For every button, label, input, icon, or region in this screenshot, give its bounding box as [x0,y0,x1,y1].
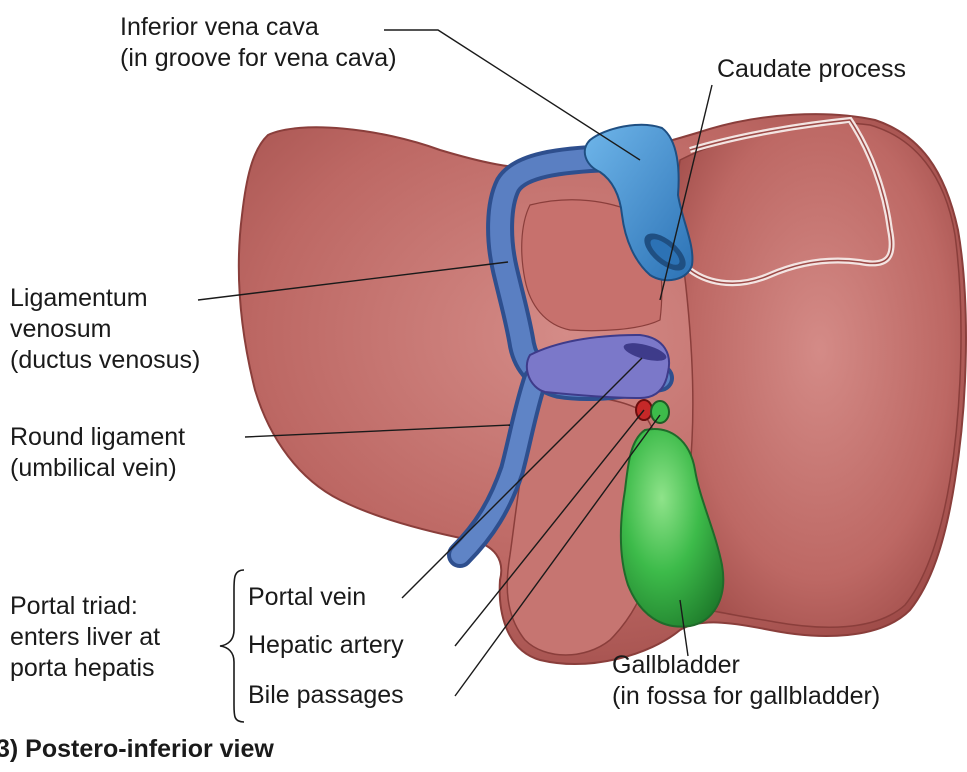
round-ligament-label-line1: Round ligament [10,422,185,453]
caudate-label-line: Caudate process [717,54,906,85]
hepatic-artery-label-text: Hepatic artery [248,630,404,661]
caudate-label: Caudate process [717,54,906,85]
ligamentum-label-line2: venosum [10,314,200,345]
bile-passages-label-text: Bile passages [248,680,404,711]
portal-triad-label: Portal triad: enters liver at porta hepa… [10,591,160,684]
figure-caption: 3) Postero-inferior view [0,735,274,764]
portal-triad-label-line2: enters liver at [10,622,160,653]
gallbladder-label-line2: (in fossa for gallbladder) [612,681,880,712]
liver-right-lobe [678,123,961,627]
ligamentum-label-line1: Ligamentum [10,283,200,314]
portal-triad-label-line1: Portal triad: [10,591,160,622]
portal-vein-label: Portal vein [248,582,366,613]
round-ligament-label: Round ligament (umbilical vein) [10,422,185,484]
round-ligament-label-line2: (umbilical vein) [10,453,185,484]
ligamentum-label-line3: (ductus venosus) [10,345,200,376]
ivc-label-line2: (in groove for vena cava) [120,43,397,74]
portal-triad-label-line3: porta hepatis [10,653,160,684]
bile-passage-opening [651,401,669,423]
ivc-label-line1: Inferior vena cava [120,12,397,43]
ivc-label: Inferior vena cava (in groove for vena c… [120,12,397,74]
hepatic-artery-label: Hepatic artery [248,630,404,661]
portal-triad-brace [220,570,244,722]
ligamentum-label: Ligamentum venosum (ductus venosus) [10,283,200,376]
bile-passages-label: Bile passages [248,680,404,711]
gallbladder-label: Gallbladder (in fossa for gallbladder) [612,650,880,712]
gallbladder-label-line1: Gallbladder [612,650,880,681]
portal-vein-label-text: Portal vein [248,582,366,613]
